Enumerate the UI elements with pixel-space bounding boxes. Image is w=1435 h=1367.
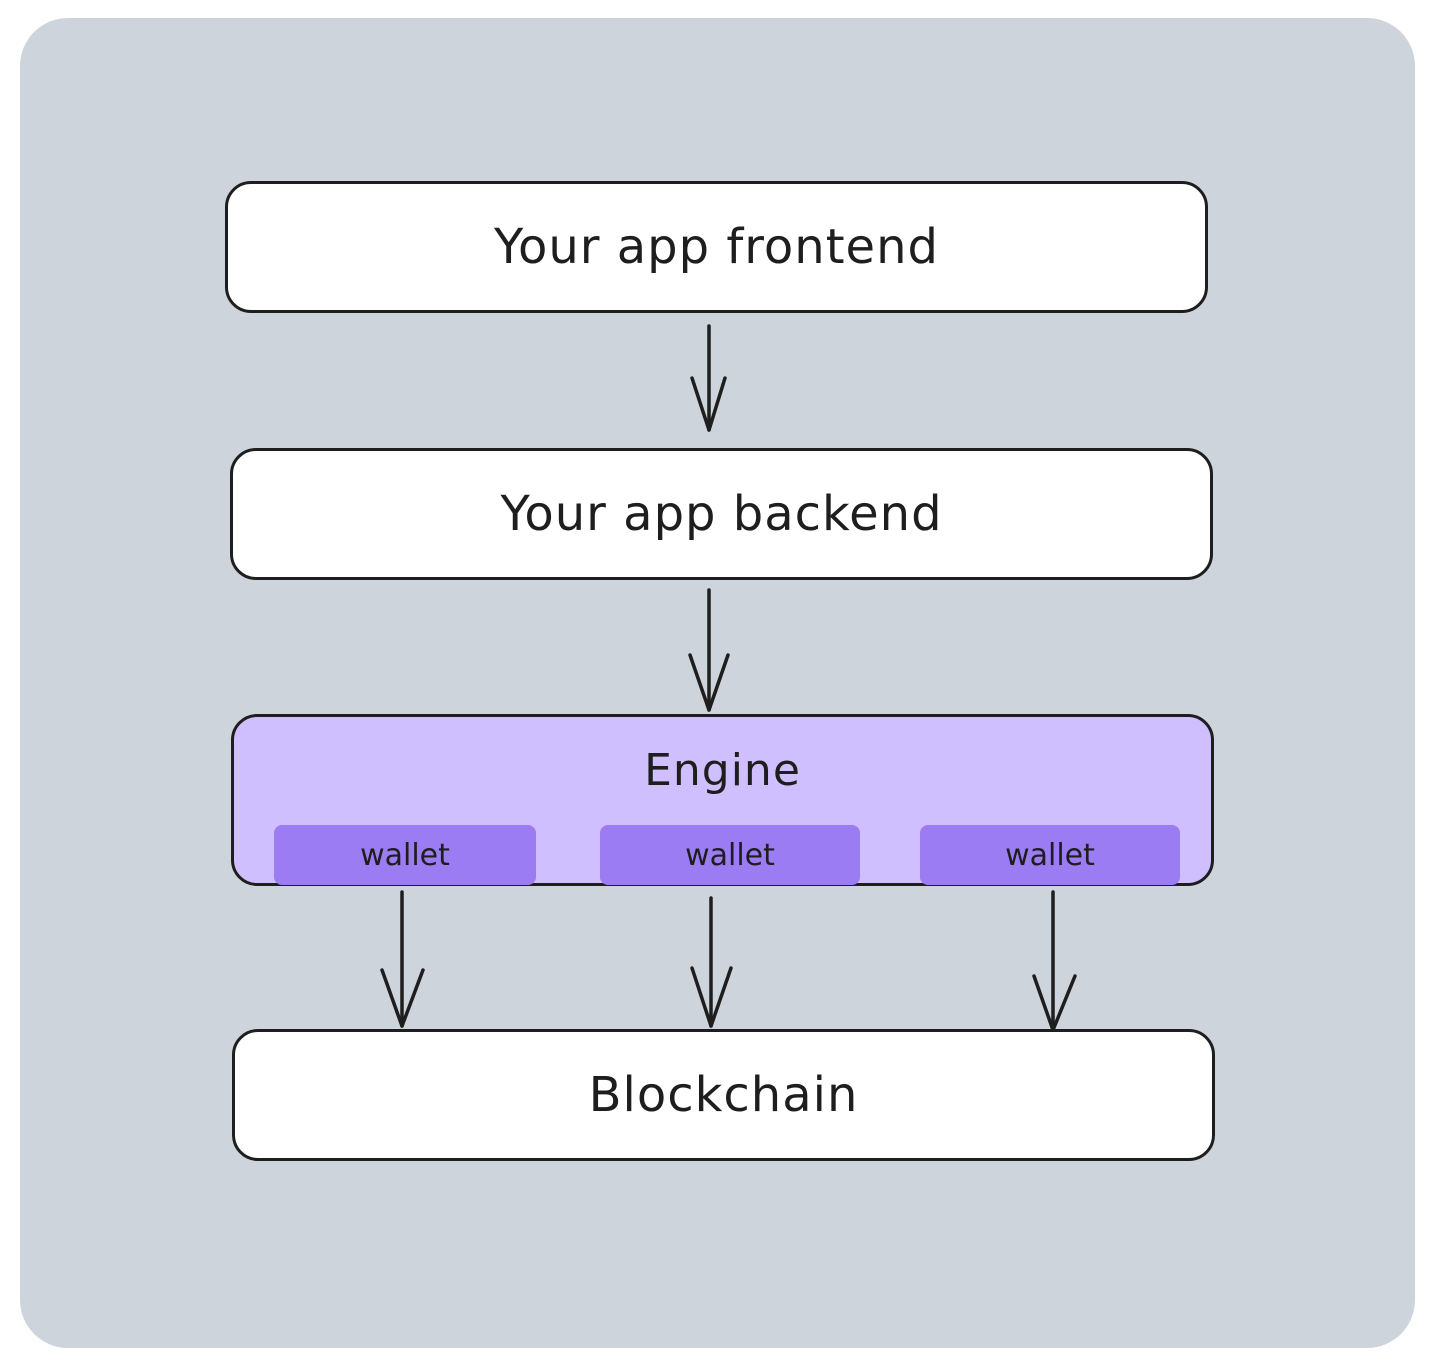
wallet-box-2: wallet — [600, 825, 860, 885]
frontend-box: Your app frontend — [225, 181, 1208, 313]
engine-label: Engine — [644, 745, 801, 796]
blockchain-box: Blockchain — [232, 1029, 1215, 1161]
frontend-label: Your app frontend — [494, 219, 939, 275]
backend-label: Your app backend — [500, 486, 943, 542]
wallet-label-3: wallet — [1005, 837, 1095, 873]
wallet-label-2: wallet — [685, 837, 775, 873]
blockchain-label: Blockchain — [588, 1067, 859, 1123]
wallet-box-3: wallet — [920, 825, 1180, 885]
wallet-label-1: wallet — [360, 837, 450, 873]
engine-box: Engine wallet wallet wallet — [231, 714, 1214, 886]
backend-box: Your app backend — [230, 448, 1213, 580]
wallet-box-1: wallet — [274, 825, 536, 885]
